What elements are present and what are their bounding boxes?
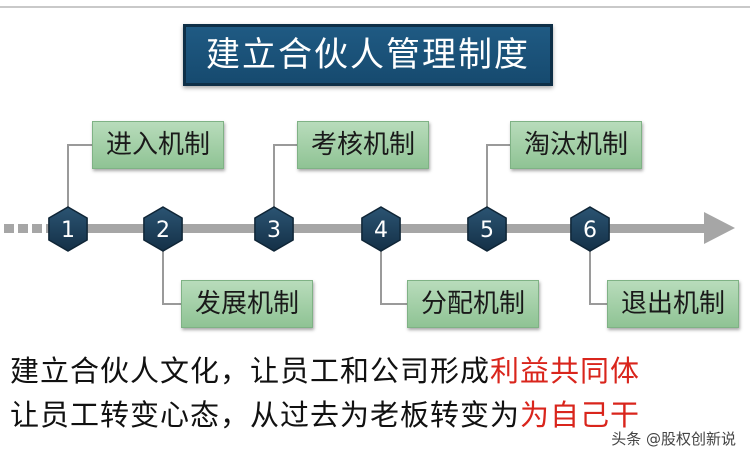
step-number: 1 [61, 218, 75, 243]
step-label-box: 考核机制 [297, 121, 429, 169]
step-hexagon [570, 206, 610, 252]
step-hexagon [48, 206, 88, 252]
connector-line [67, 144, 92, 207]
connector-line [380, 251, 407, 305]
connector-line [486, 144, 510, 207]
diagram-title: 建立合伙人管理制度 [183, 24, 553, 86]
step-hexagon [143, 206, 183, 252]
step-label-box: 退出机制 [607, 280, 739, 328]
watermark: 头条 @股权创新说 [611, 430, 736, 448]
timeline-diagram: 1 2 3 4 5 6 [4, 144, 735, 305]
statement-highlight-2: 为自己干 [520, 398, 641, 432]
statement-line-1: 建立合伙人文化，让员工和公司形成利益共同体 [10, 354, 641, 388]
step-number: 2 [156, 218, 170, 243]
timeline-arrowhead [704, 212, 735, 244]
step-hexagon [361, 206, 401, 252]
connector-line [589, 251, 607, 305]
step-number: 6 [583, 218, 597, 243]
statement-line-2: 让员工转变心态，从过去为老板转变为为自己干 [10, 398, 641, 432]
connector-line [273, 144, 297, 207]
statement-highlight-1: 利益共同体 [490, 354, 641, 388]
step-label-box: 进入机制 [92, 121, 224, 169]
connector-line [162, 251, 181, 305]
timeline-tail [4, 224, 42, 233]
step-label-box: 发展机制 [181, 280, 313, 328]
step-label-box: 分配机制 [407, 280, 539, 328]
step-hexagon [254, 206, 294, 252]
step-hexagon [467, 206, 507, 252]
top-divider [0, 6, 750, 8]
step-label-box: 淘汰机制 [510, 121, 642, 169]
step-number: 4 [374, 218, 388, 243]
step-number: 3 [267, 218, 281, 243]
step-number: 5 [480, 218, 494, 243]
